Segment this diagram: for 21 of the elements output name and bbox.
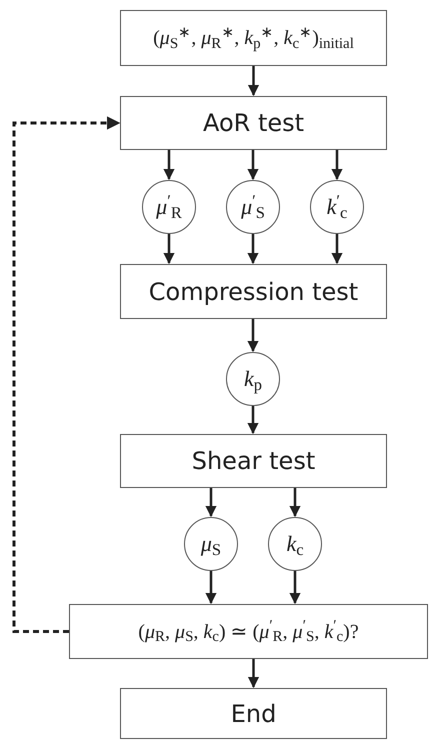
arrow xyxy=(248,66,260,96)
arrow xyxy=(163,150,175,180)
process-box: Compression test xyxy=(120,264,387,319)
arrow xyxy=(331,150,343,180)
arrow xyxy=(12,116,120,633)
arrow xyxy=(205,571,217,604)
process-box: Shear test xyxy=(120,434,387,488)
arrow xyxy=(163,234,175,264)
arrow xyxy=(289,488,301,518)
arrow xyxy=(205,488,217,518)
arrow xyxy=(248,659,260,688)
process-box: AoR test xyxy=(120,96,387,150)
process-box: (μ$_{S}$$^{∗}$, μ$_{R}$$^{∗}$, k$_{p}$$^{∗}$, k$_{c}$$^{∗}$)$_{initial}$ xyxy=(120,10,387,66)
arrow xyxy=(247,234,259,264)
arrow xyxy=(331,234,343,264)
arrow xyxy=(247,319,259,352)
process-box: (μ$_{R}$, μ$_{S}$, k$_{c}$) ≃ (μ$^{′}$$_{R}$, μ$^{′}$$_{S}$, k$^{′}$$_{c}$)? xyxy=(69,604,428,659)
arrow xyxy=(289,571,301,604)
process-box: End xyxy=(120,688,387,739)
arrow xyxy=(247,406,259,434)
arrow xyxy=(247,150,259,180)
